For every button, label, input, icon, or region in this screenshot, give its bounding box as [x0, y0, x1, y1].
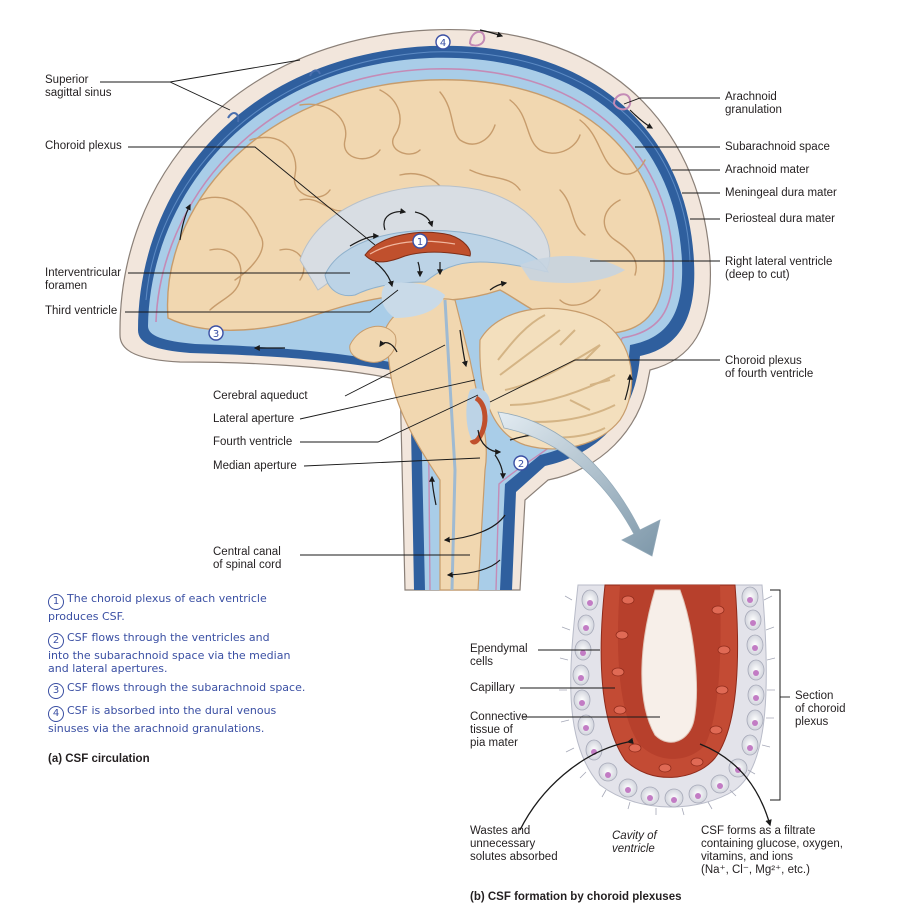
label-central-canal: Central canal of spinal cord: [213, 546, 282, 571]
step-2-number: 2: [48, 633, 64, 649]
label-wastes: Wastes and unnecessary solutes absorbed: [470, 825, 558, 863]
step-2-text: CSF flows through the ventricles and int…: [48, 631, 291, 675]
label-csf-forms: CSF forms as a filtrate containing gluco…: [701, 825, 843, 876]
label-right-lateral-ventricle: Right lateral ventricle (deep to cut): [725, 256, 833, 281]
label-periosteal-dura: Periosteal dura mater: [725, 213, 835, 225]
arachnoid-granulations: [227, 30, 632, 123]
label-meningeal-dura: Meningeal dura mater: [725, 187, 837, 199]
cerebrum: [166, 79, 665, 334]
leader-lines: [100, 59, 790, 718]
label-arachnoid-granulation: Arachnoid granulation: [725, 91, 782, 116]
label-section: Section of choroid plexus: [795, 690, 846, 728]
marker-1: 1: [417, 237, 423, 248]
label-superior-sagittal-sinus: Superior sagittal sinus: [45, 74, 112, 99]
marker-2: 2: [518, 459, 524, 470]
label-choroid-plexus-fourth: Choroid plexus of fourth ventricle: [725, 355, 814, 380]
label-median-aperture: Median aperture: [213, 460, 297, 472]
step-4-text: CSF is absorbed into the dural venous si…: [48, 704, 277, 735]
step-1-number: 1: [48, 594, 64, 610]
label-cavity: Cavity of ventricle: [612, 830, 657, 855]
marker-3: 3: [213, 329, 219, 340]
step-1-text: The choroid plexus of each ventricle pro…: [48, 592, 267, 623]
label-subarachnoid-space: Subarachnoid space: [725, 141, 830, 153]
cerebellum: [466, 307, 633, 450]
label-ependymal-cells: Ependymal cells: [470, 643, 528, 668]
label-choroid-plexus: Choroid plexus: [45, 140, 122, 152]
label-cerebral-aqueduct: Cerebral aqueduct: [213, 390, 308, 402]
label-lateral-aperture: Lateral aperture: [213, 413, 295, 425]
label-third-ventricle: Third ventricle: [45, 305, 118, 317]
choroid-plexus-section: [519, 584, 781, 831]
step-3-number: 3: [48, 683, 64, 699]
label-arachnoid-mater: Arachnoid mater: [725, 164, 810, 176]
csf-flow-arrows: [179, 29, 654, 578]
caption-panel-b: (b) CSF formation by choroid plexuses: [470, 891, 682, 903]
marker-4: 4: [440, 38, 446, 49]
label-connective-tissue: Connective tissue of pia mater: [470, 711, 528, 749]
zoom-arrow: [497, 411, 661, 557]
label-fourth-ventricle: Fourth ventricle: [213, 436, 293, 448]
label-capillary: Capillary: [470, 682, 515, 694]
figure-markers: 1 2 3 4: [208, 34, 529, 471]
step-3-text: CSF flows through the subarachnoid space…: [67, 681, 306, 694]
brainstem: [349, 282, 487, 591]
step-4-number: 4: [48, 706, 64, 722]
caption-panel-a: (a) CSF circulation: [48, 753, 150, 765]
label-interventricular-foramen: Interventricular foramen: [45, 267, 122, 292]
